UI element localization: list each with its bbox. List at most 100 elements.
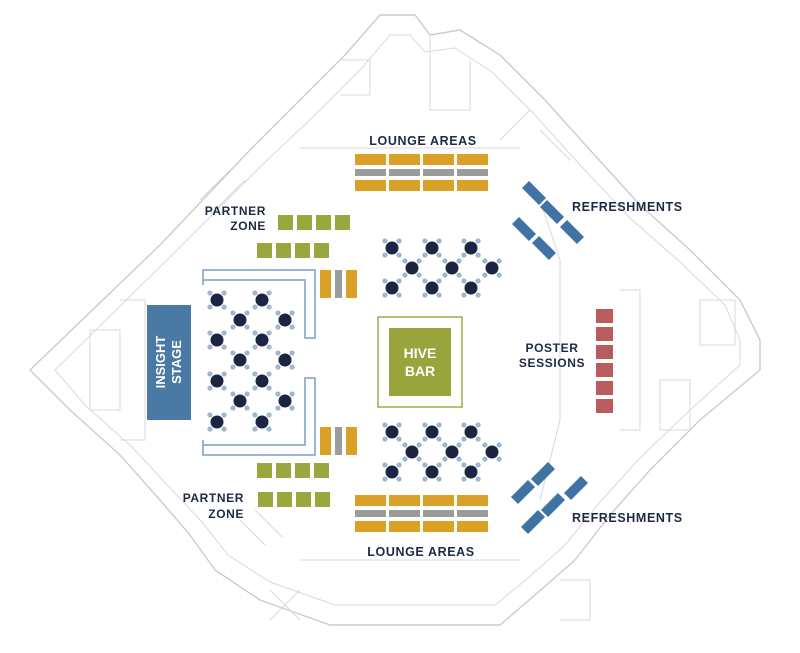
table-top — [210, 333, 224, 347]
chair — [442, 258, 448, 264]
table-top — [464, 241, 478, 255]
round-table — [382, 278, 402, 298]
chair — [275, 310, 281, 316]
chair — [275, 391, 281, 397]
lounge-table — [355, 169, 386, 176]
center-cocktail-tables — [382, 238, 502, 482]
chair — [275, 405, 281, 411]
chair — [289, 405, 295, 411]
chair — [402, 272, 408, 278]
chair — [252, 426, 258, 432]
chair — [230, 405, 236, 411]
chair — [402, 258, 408, 264]
partner-zone-top-label-line1: PARTNER — [205, 204, 266, 218]
chair — [382, 238, 388, 244]
round-table — [275, 391, 295, 411]
chair — [252, 330, 258, 336]
chair — [436, 238, 442, 244]
chair — [461, 278, 467, 284]
partner-booth — [314, 463, 329, 478]
chair — [221, 304, 227, 310]
chair — [252, 371, 258, 377]
chair — [207, 330, 213, 336]
round-table — [482, 258, 502, 278]
chair — [496, 442, 502, 448]
lounge-area-bottom — [355, 495, 488, 532]
chair — [207, 371, 213, 377]
chair — [422, 462, 428, 468]
hive-bar: HIVE BAR — [377, 316, 463, 408]
stage-label-line2: STAGE — [169, 340, 184, 384]
partner-zone-bottom — [257, 463, 330, 507]
partner-booth — [297, 215, 312, 230]
round-table — [207, 330, 227, 350]
refreshment-station — [559, 219, 585, 245]
round-table — [461, 238, 481, 258]
chair — [382, 278, 388, 284]
chair — [289, 364, 295, 370]
table-top — [255, 333, 269, 347]
chair — [461, 422, 467, 428]
round-table — [230, 391, 250, 411]
chair — [207, 412, 213, 418]
lounge-sofa — [355, 154, 386, 165]
lounge-table — [335, 270, 342, 298]
chair — [207, 290, 213, 296]
chair — [221, 290, 227, 296]
chair — [275, 364, 281, 370]
chair — [475, 476, 481, 482]
round-table — [461, 462, 481, 482]
poster-board — [596, 345, 613, 359]
lounge-table — [457, 510, 488, 517]
chair — [252, 344, 258, 350]
round-table — [207, 290, 227, 310]
lounge-table — [389, 169, 420, 176]
chair — [207, 344, 213, 350]
round-table — [382, 462, 402, 482]
chair — [422, 476, 428, 482]
chair — [289, 391, 295, 397]
chair — [436, 292, 442, 298]
round-table — [382, 422, 402, 442]
chair — [221, 330, 227, 336]
round-table — [422, 238, 442, 258]
chair — [266, 426, 272, 432]
chair — [436, 476, 442, 482]
chair — [416, 456, 422, 462]
table-top — [233, 313, 247, 327]
lounge-sofa — [389, 521, 420, 532]
chair — [221, 426, 227, 432]
chair — [422, 278, 428, 284]
chair — [436, 422, 442, 428]
chair — [207, 304, 213, 310]
chair — [396, 238, 402, 244]
partner-booth — [257, 243, 272, 258]
table-top — [425, 425, 439, 439]
chair — [266, 385, 272, 391]
poster-board — [596, 327, 613, 341]
lounge-sofa — [423, 154, 454, 165]
lounge-table — [423, 169, 454, 176]
partner-booth — [296, 492, 311, 507]
partner-booth — [316, 215, 331, 230]
chair — [266, 412, 272, 418]
refreshment-station — [563, 475, 589, 501]
table-top — [385, 281, 399, 295]
chair — [475, 292, 481, 298]
chair — [436, 436, 442, 442]
round-table — [275, 310, 295, 330]
chair — [456, 442, 462, 448]
chair — [230, 364, 236, 370]
lounge-sofa — [346, 427, 357, 455]
partner-zone-top — [257, 215, 350, 258]
chair — [382, 436, 388, 442]
refreshments-top-label: REFRESHMENTS — [572, 200, 683, 214]
table-top — [278, 394, 292, 408]
round-table — [402, 258, 422, 278]
chair — [436, 462, 442, 468]
chair — [244, 391, 250, 397]
table-top — [385, 425, 399, 439]
table-top — [464, 425, 478, 439]
partner-booth — [258, 492, 273, 507]
lounge-sofa — [457, 180, 488, 191]
